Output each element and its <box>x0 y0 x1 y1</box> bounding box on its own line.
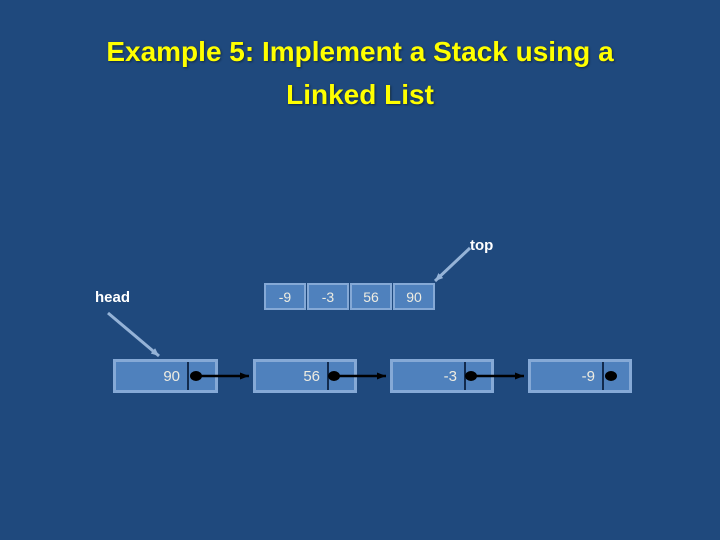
node-pointer-area <box>189 362 215 390</box>
list-node: 56 <box>253 359 357 393</box>
node-divider <box>602 362 604 390</box>
list-node: -3 <box>390 359 494 393</box>
node-divider <box>187 362 189 390</box>
top-pointer-label: top <box>470 237 494 254</box>
array-cell: 56 <box>350 283 392 310</box>
page-title-line1: Example 5: Implement a Stack using a <box>106 36 614 67</box>
node-value: 56 <box>303 367 320 385</box>
head-pointer-label: head <box>95 289 131 306</box>
head-arrow-icon <box>107 311 160 358</box>
list-node: -9 <box>528 359 632 393</box>
node-pointer-area <box>466 362 491 390</box>
node-value: -3 <box>443 367 457 385</box>
node-pointer-area <box>329 362 354 390</box>
array-cell: 90 <box>393 283 435 310</box>
node-pointer-area <box>604 362 629 390</box>
page-title-line2: Linked List <box>286 79 434 110</box>
node-value: -9 <box>581 367 595 385</box>
page-title: Example 5: Implement a Stack using a Lin… <box>0 30 720 116</box>
array-cell: -3 <box>307 283 349 310</box>
top-arrow-icon <box>433 246 472 283</box>
node-value: 90 <box>163 367 180 385</box>
list-node: 90 <box>113 359 218 393</box>
array-cell: -9 <box>264 283 306 310</box>
